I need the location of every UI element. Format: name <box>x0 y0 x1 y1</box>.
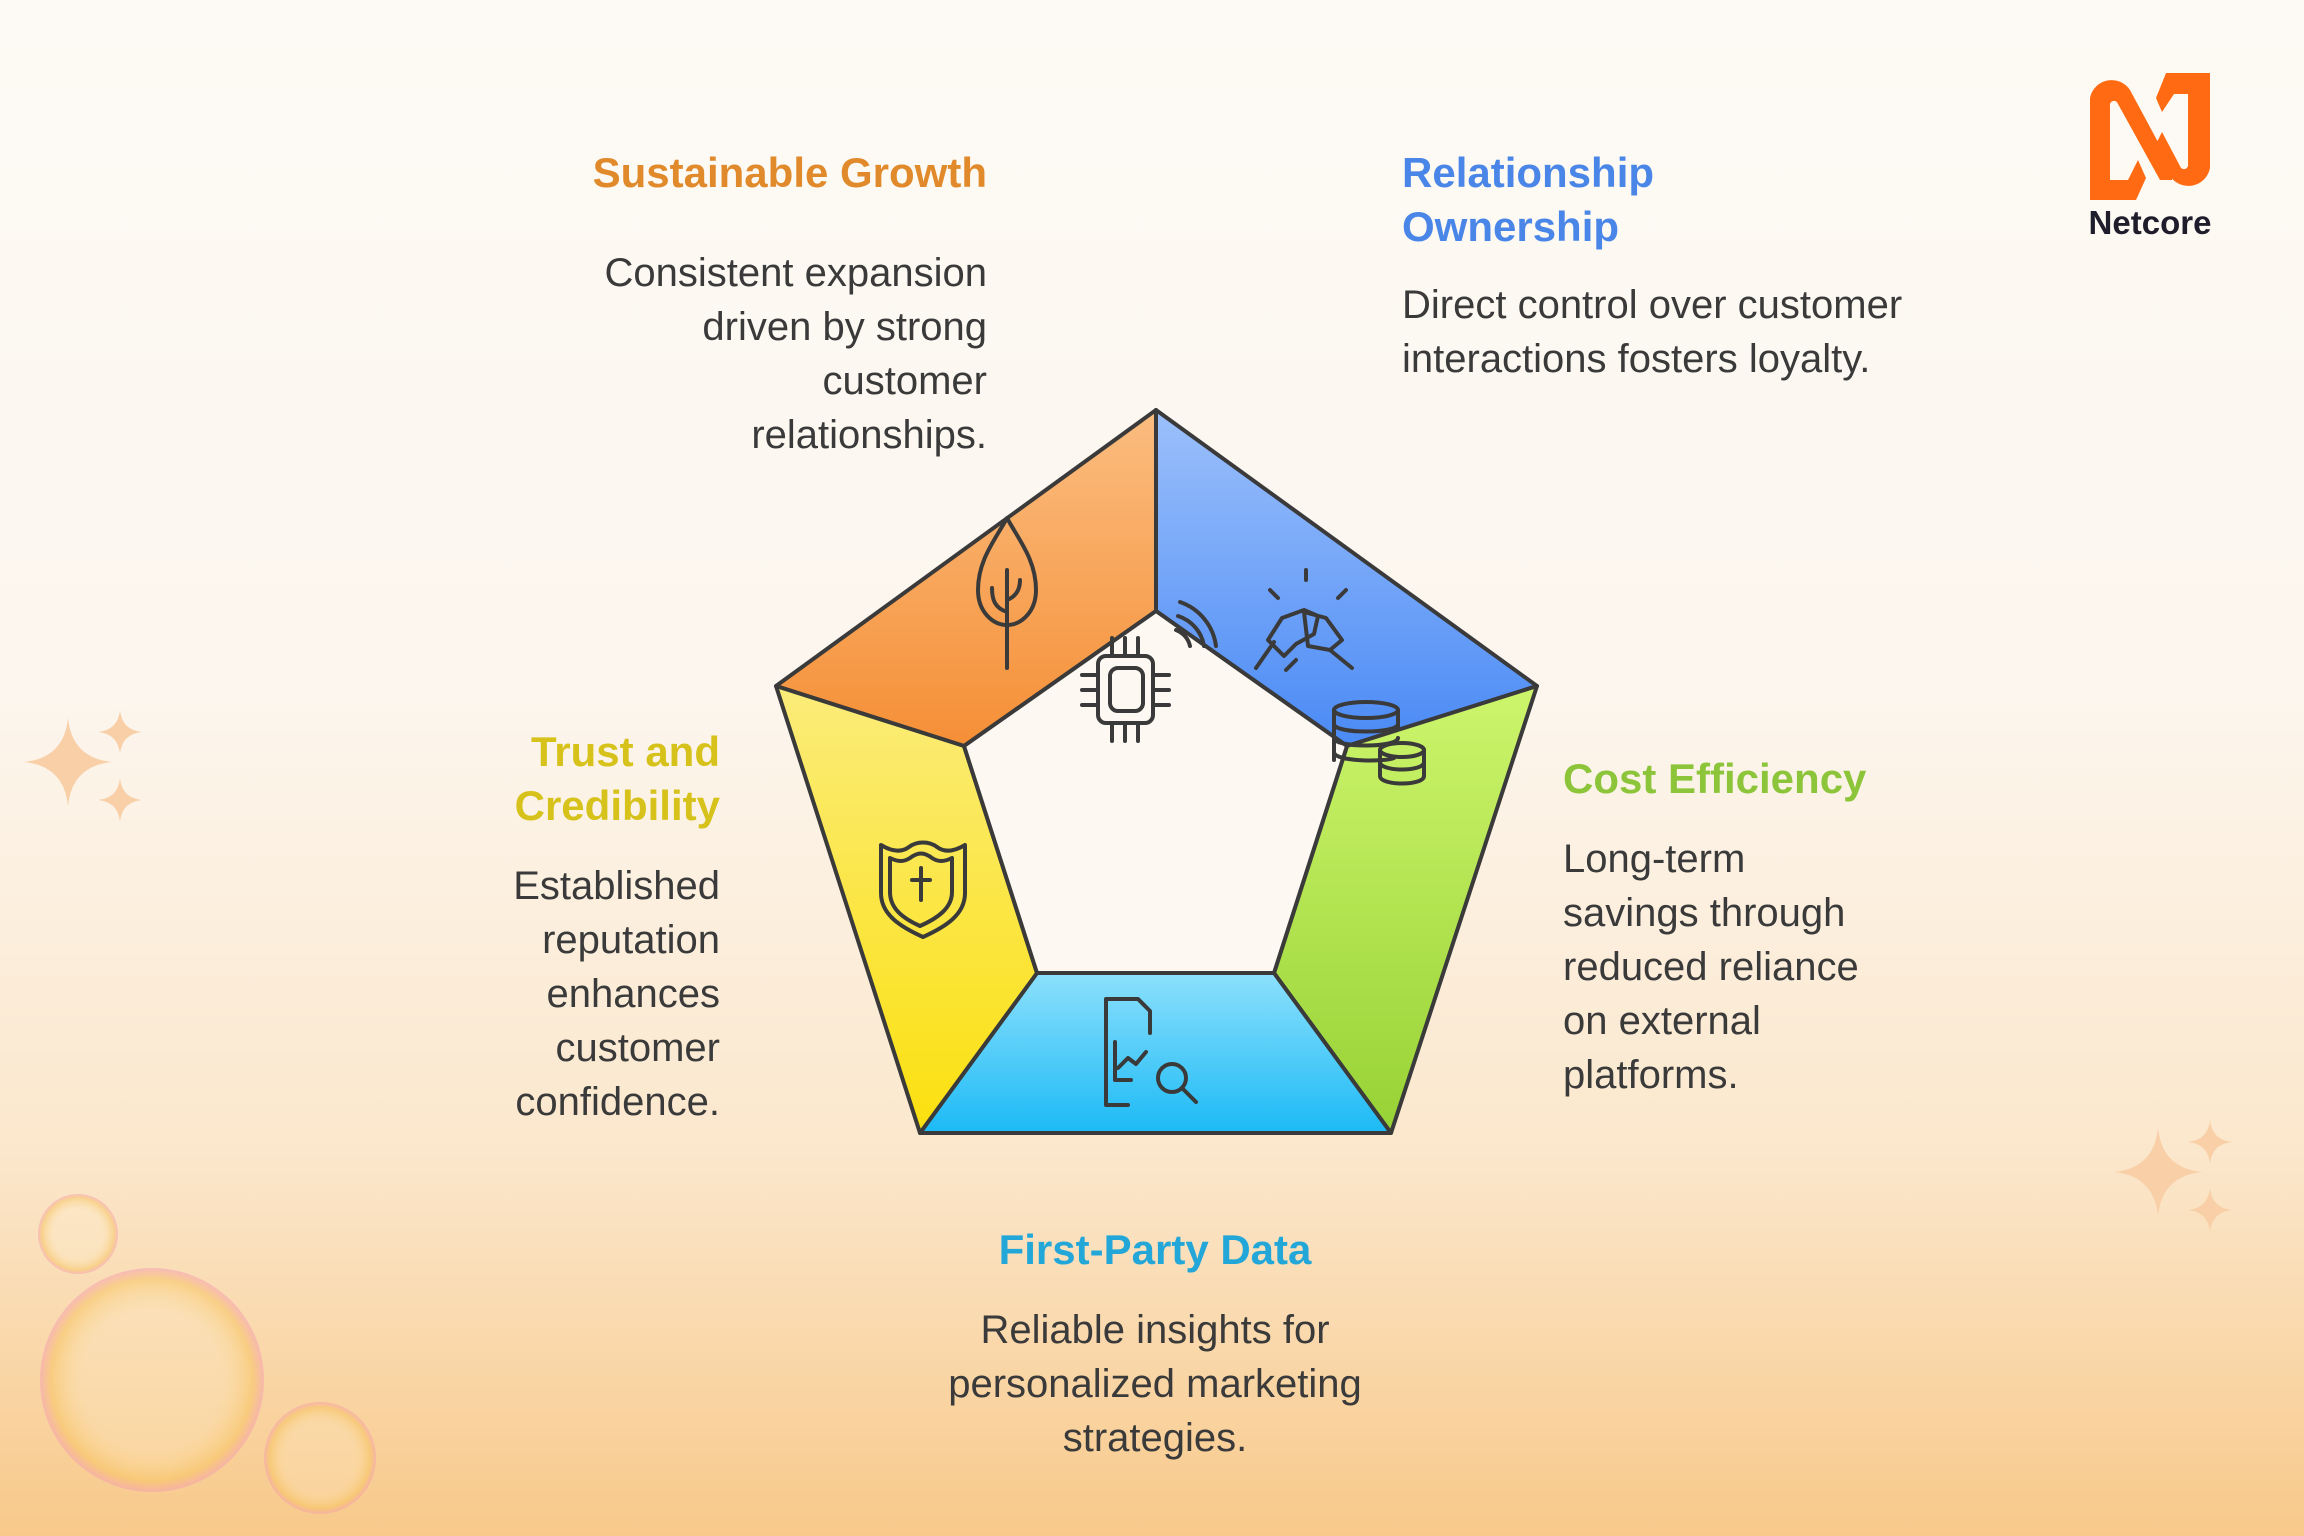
segment-description-line: personalized marketing <box>948 1362 1362 1406</box>
segment-description-line: customer <box>822 359 988 403</box>
segment-description-line: relationships. <box>751 413 987 457</box>
chip-wireless-icon <box>1080 600 1218 743</box>
segment-description-line: confidence. <box>515 1080 720 1124</box>
coins-icon <box>1332 700 1426 786</box>
segment-text-first-party-data: First-Party Data Reliable insights for p… <box>855 1223 1455 1465</box>
segment-description-line: Long-term <box>1563 837 1746 881</box>
segment-text-relationship-ownership: Relationship Ownership Direct control ov… <box>1402 146 2102 386</box>
segment-text-trust-credibility: Trust and Credibility Established reputa… <box>220 725 720 1129</box>
bubble-decoration <box>38 1194 376 1514</box>
segment-description-line: reduced reliance <box>1563 945 1859 989</box>
segment-description-line: driven by strong <box>702 305 987 349</box>
handshake-icon <box>1254 568 1354 672</box>
segment-description-line: Consistent expansion <box>604 251 987 295</box>
segment-title: Sustainable Growth <box>592 149 987 196</box>
segment-description-line: strategies. <box>1062 1416 1248 1460</box>
document-analytics-icon <box>1104 997 1198 1107</box>
segment-title: Cost Efficiency <box>1563 755 1867 802</box>
netcore-logo-mark <box>2090 73 2210 203</box>
segment-description-line: on external <box>1563 999 1761 1043</box>
segment-title-line: Ownership <box>1402 203 1620 250</box>
shield-cross-icon <box>879 840 967 939</box>
center-pentagon <box>962 609 1349 975</box>
segment-description-line: Reliable insights for <box>980 1308 1330 1352</box>
segment-title-line: Relationship <box>1402 149 1655 196</box>
tree-icon <box>976 516 1038 670</box>
segment-title-line: Credibility <box>514 782 720 829</box>
segment-description-line: savings through <box>1563 891 1846 935</box>
segment-description-line: Direct control over customer <box>1402 283 1903 327</box>
sparkle-decoration <box>24 710 2232 1232</box>
segment-title-line: Trust and <box>530 728 720 775</box>
segment-text-cost-efficiency: Cost Efficiency Long-term savings throug… <box>1563 752 2063 1102</box>
segment-description-line: reputation <box>542 918 720 962</box>
netcore-logo-text: Netcore <box>2088 204 2212 241</box>
segment-description-line: Established <box>513 864 720 908</box>
segment-description-line: customer <box>555 1026 721 1070</box>
segment-title: First-Party Data <box>998 1226 1312 1273</box>
segment-description-line: platforms. <box>1563 1053 1739 1097</box>
netcore-logo: Netcore <box>2075 68 2225 242</box>
segment-description-line: interactions fosters loyalty. <box>1402 337 1871 381</box>
segment-description-line: enhances <box>546 972 720 1016</box>
segment-text-sustainable-growth: Sustainable Growth Consistent expansion … <box>387 146 987 462</box>
